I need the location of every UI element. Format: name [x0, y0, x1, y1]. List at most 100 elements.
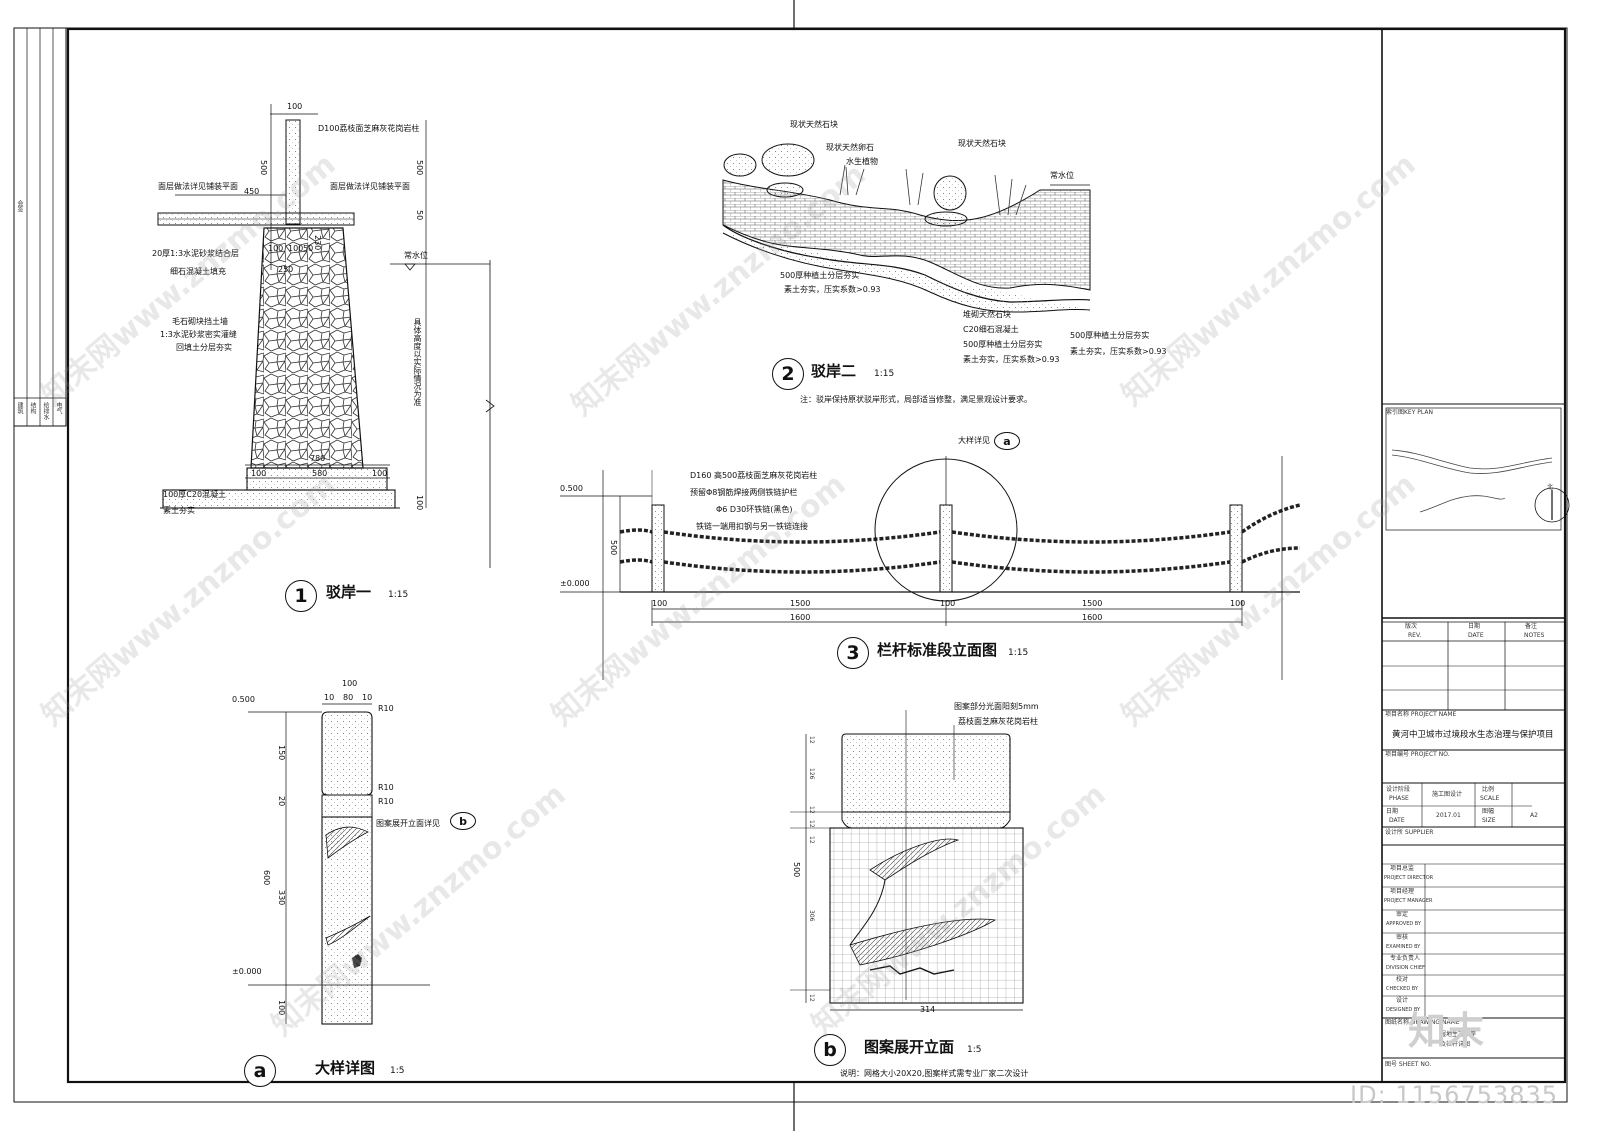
phase-label: 设计阶段 — [1386, 786, 1411, 793]
da-dim-10-b: 10 — [362, 693, 373, 702]
db-dim-306: 306 — [808, 910, 815, 922]
da-label-r10-a: R10 — [378, 704, 394, 713]
da-dim-600: 600 — [262, 870, 271, 886]
da-label-elev-top: 0.500 — [232, 695, 255, 704]
role-7-en: DESIGNED BY — [1386, 1007, 1421, 1013]
d1-label-mortar: 20厚1:3水泥砂浆结合层 — [152, 249, 240, 258]
rev-header-rev: 版次 — [1405, 623, 1418, 630]
db-scale: 1:5 — [967, 1045, 982, 1055]
d2-label-compact-m: 素土夯实，压实系数>0.93 — [963, 355, 1060, 364]
drawing-1 — [157, 104, 495, 568]
da-dim-150: 150 — [277, 745, 286, 761]
d1-dim-100-d: 100 — [372, 469, 388, 478]
size-label-en: SIZE — [1482, 817, 1496, 824]
d1-label-stone-wall: 毛石砌块挡土墙 — [172, 317, 228, 326]
date-label: 日期 — [1386, 808, 1399, 815]
d1-label-water-level: 常水位 — [404, 251, 428, 260]
d3-label-elev-top: 0.500 — [560, 484, 583, 493]
role-1-en: PROJECT DIRECTOR — [1384, 875, 1434, 881]
d2-label-soil-m: 500厚种植土分层夯实 — [963, 340, 1043, 349]
rev-header-notes-en: NOTES — [1524, 632, 1545, 639]
role-7: 设计 — [1396, 997, 1409, 1004]
role-3: 审定 — [1396, 911, 1409, 918]
d2-title: 驳岸二 — [811, 362, 857, 380]
d2-label-compact-r: 素土夯实，压实系数>0.93 — [1070, 347, 1167, 356]
d3-scale: 1:15 — [1008, 648, 1029, 658]
drawing-a — [248, 703, 430, 1025]
d1-label-column: D100荔枝面芝麻灰花岗岩柱 — [318, 124, 420, 133]
role-1: 项目总监 — [1390, 865, 1415, 872]
d1-dim-100-top: 100 — [287, 102, 303, 111]
project-no-label: 项目编号 PROJECT NO. — [1385, 751, 1450, 758]
role-6: 校对 — [1396, 976, 1409, 983]
drawing-name-2: 及栏杆详图 — [1440, 1041, 1471, 1048]
role-4-en: EXAMINED BY — [1386, 944, 1421, 950]
d3-callout-a: a — [994, 432, 1020, 450]
role-6-en: CHECKED BY — [1386, 986, 1418, 992]
d1-dim-100-b: 100 — [288, 244, 304, 253]
d1-dim-250: 250 — [278, 265, 294, 274]
d1-dim-450: 450 — [244, 187, 260, 196]
rev-header-rev-en: REV. — [1408, 632, 1422, 639]
db-dim-12-c: 12 — [808, 820, 815, 828]
d3-dim-100-a: 100 — [652, 599, 668, 608]
phase-value: 施工图设计 — [1432, 791, 1463, 798]
strip-row-4: 电气 — [55, 402, 62, 414]
scale-label-en: SCALE — [1480, 795, 1500, 802]
da-scale: 1:5 — [390, 1066, 405, 1076]
da-label-r10-b: R10 — [378, 783, 394, 792]
da-dim-100-b: 100 — [277, 1000, 286, 1016]
d1-dim-50: 50 — [415, 210, 424, 221]
role-2: 项目经理 — [1390, 888, 1415, 895]
phase-label-en: PHASE — [1389, 795, 1409, 802]
north-label: 北 — [1547, 484, 1554, 491]
d2-label-piled-stone: 堆砌天然石块 — [963, 310, 1011, 319]
key-plan-label: 索引图KEY PLAN — [1386, 409, 1433, 416]
d1-dim-780: 780 — [310, 454, 326, 463]
da-dim-10-a: 10 — [324, 693, 335, 702]
db-dim-12-d: 12 — [808, 836, 815, 844]
drawing-b — [790, 710, 1024, 1011]
da-number-circle: a — [244, 1055, 276, 1087]
d1-label-concrete-fill: 细石混凝土填充 — [170, 267, 226, 276]
d3-label-height: 500 — [609, 540, 618, 556]
drawing-name-label: 图纸名称 DRAWING NAME — [1385, 1019, 1460, 1026]
d2-label-stone-1: 现状天然石块 — [790, 120, 838, 129]
d2-label-water-level: 常水位 — [1050, 171, 1074, 180]
d1-dim-580: 580 — [312, 469, 328, 478]
d3-label-chain: Φ6 D30环铁链(黑色) — [716, 505, 793, 514]
d1-dim-500: 500 — [259, 160, 268, 176]
d1-label-paving-r: 面层做法详见铺装平面 — [330, 182, 410, 191]
da-callout-b: b — [450, 812, 476, 830]
d3-label-chain-link: 铁链一端用扣钢与另一铁链连接 — [696, 522, 808, 531]
db-note: 说明：网格大小20X20,图案样式需专业厂家二次设计 — [840, 1069, 1029, 1078]
watermark-logo: 知末 — [1408, 1009, 1485, 1053]
project-name-label: 项目名称 PROJECT NAME — [1385, 711, 1457, 718]
countersign-label: 会签 — [16, 200, 23, 212]
date-label-en: DATE — [1389, 817, 1405, 824]
d1-dim-50-b: 50 — [303, 244, 314, 253]
d3-dim-1500-b: 1500 — [1082, 599, 1103, 608]
role-5-en: DIVISION CHIEF — [1386, 965, 1425, 971]
role-4: 审核 — [1396, 934, 1409, 941]
db-number-circle: b — [814, 1034, 846, 1066]
drawing-2 — [722, 143, 1091, 313]
scale-label: 比例 — [1482, 786, 1495, 793]
d2-number-circle: 2 — [772, 358, 804, 390]
db-label-engrave: 图案部分光面阳刻5mm — [954, 702, 1039, 711]
d3-number-circle: 3 — [837, 637, 869, 669]
d1-dim-100-e: 100 — [415, 495, 424, 511]
sheet-no-label: 图号 SHEET NO. — [1385, 1061, 1432, 1068]
role-5: 专业负责人 — [1390, 955, 1421, 962]
strip-row-1: 建筑 — [16, 402, 23, 414]
da-label-r10-c: R10 — [378, 797, 394, 806]
d1-title: 驳岸一 — [326, 583, 372, 601]
db-dim-12-a: 12 — [808, 736, 815, 744]
d2-label-compact-l: 素土夯实，压实系数>0.93 — [784, 285, 881, 294]
d1-dim-500-r: 500 — [415, 160, 424, 176]
d1-label-backfill: 回填土分层夯实 — [176, 343, 232, 352]
rev-header-notes: 备注 — [1525, 623, 1538, 630]
rev-header-date: 日期 — [1468, 623, 1481, 630]
d1-label-height-note: 具体高度以实际情况为准 — [413, 318, 422, 406]
date-value: 2017.01 — [1436, 812, 1461, 819]
